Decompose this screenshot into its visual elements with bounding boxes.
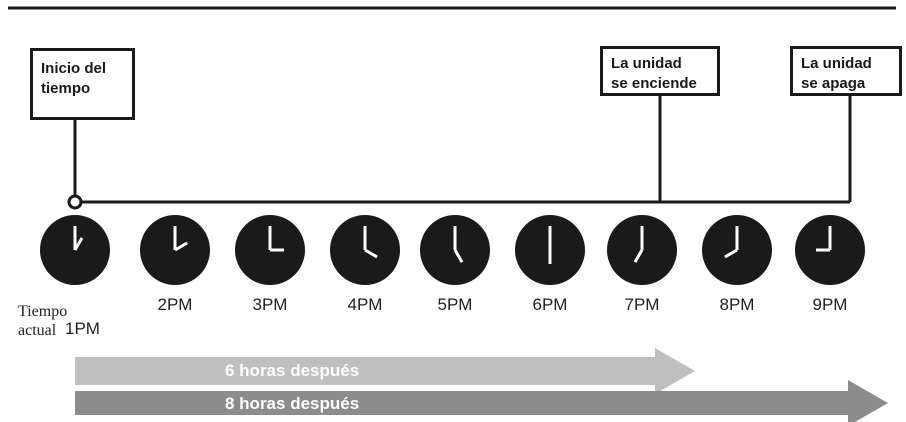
hour-hand — [174, 241, 188, 252]
hour-label-8pm: 8PM — [719, 295, 755, 314]
clock-9pm — [795, 215, 865, 285]
hour-label-7pm: 7PM — [624, 295, 660, 314]
clock-1pm — [40, 215, 110, 285]
current-time-text: Tiempo actual — [18, 303, 68, 339]
clock-4pm — [330, 215, 400, 285]
clock-5pm — [420, 215, 490, 285]
clock-3pm — [235, 215, 305, 285]
hour-label-5pm: 5PM — [437, 295, 473, 314]
clock-7pm — [607, 215, 677, 285]
hour-label-2pm: 2PM — [157, 295, 193, 314]
current-time-label: Tiempo actual — [18, 302, 67, 340]
clock-8pm — [702, 215, 772, 285]
unit-on-box: La unidad se enciende — [600, 46, 720, 96]
arrow-8-hours — [75, 380, 888, 422]
arrow-8-label: 8 horas después — [225, 394, 360, 413]
hour-label-9pm: 9PM — [812, 295, 848, 314]
hour-label-3pm: 3PM — [252, 295, 288, 314]
hour-hand — [453, 249, 464, 263]
hour-hand — [364, 248, 378, 259]
hour-label-6pm: 6PM — [532, 295, 568, 314]
hour-hand — [633, 249, 644, 263]
clock-6pm — [515, 215, 585, 285]
start-box: Inicio del tiempo — [30, 48, 135, 120]
arrow-6-label: 6 horas después — [225, 361, 360, 380]
start-marker — [67, 194, 83, 210]
hour-label-4pm: 4PM — [347, 295, 383, 314]
unit-off-box: La unidad se apaga — [790, 46, 902, 96]
hour-hand — [724, 248, 738, 259]
current-hour-label: 1PM — [65, 319, 100, 338]
hour-hand — [73, 237, 84, 251]
clock-2pm — [140, 215, 210, 285]
arrow-6-hours — [75, 348, 695, 394]
